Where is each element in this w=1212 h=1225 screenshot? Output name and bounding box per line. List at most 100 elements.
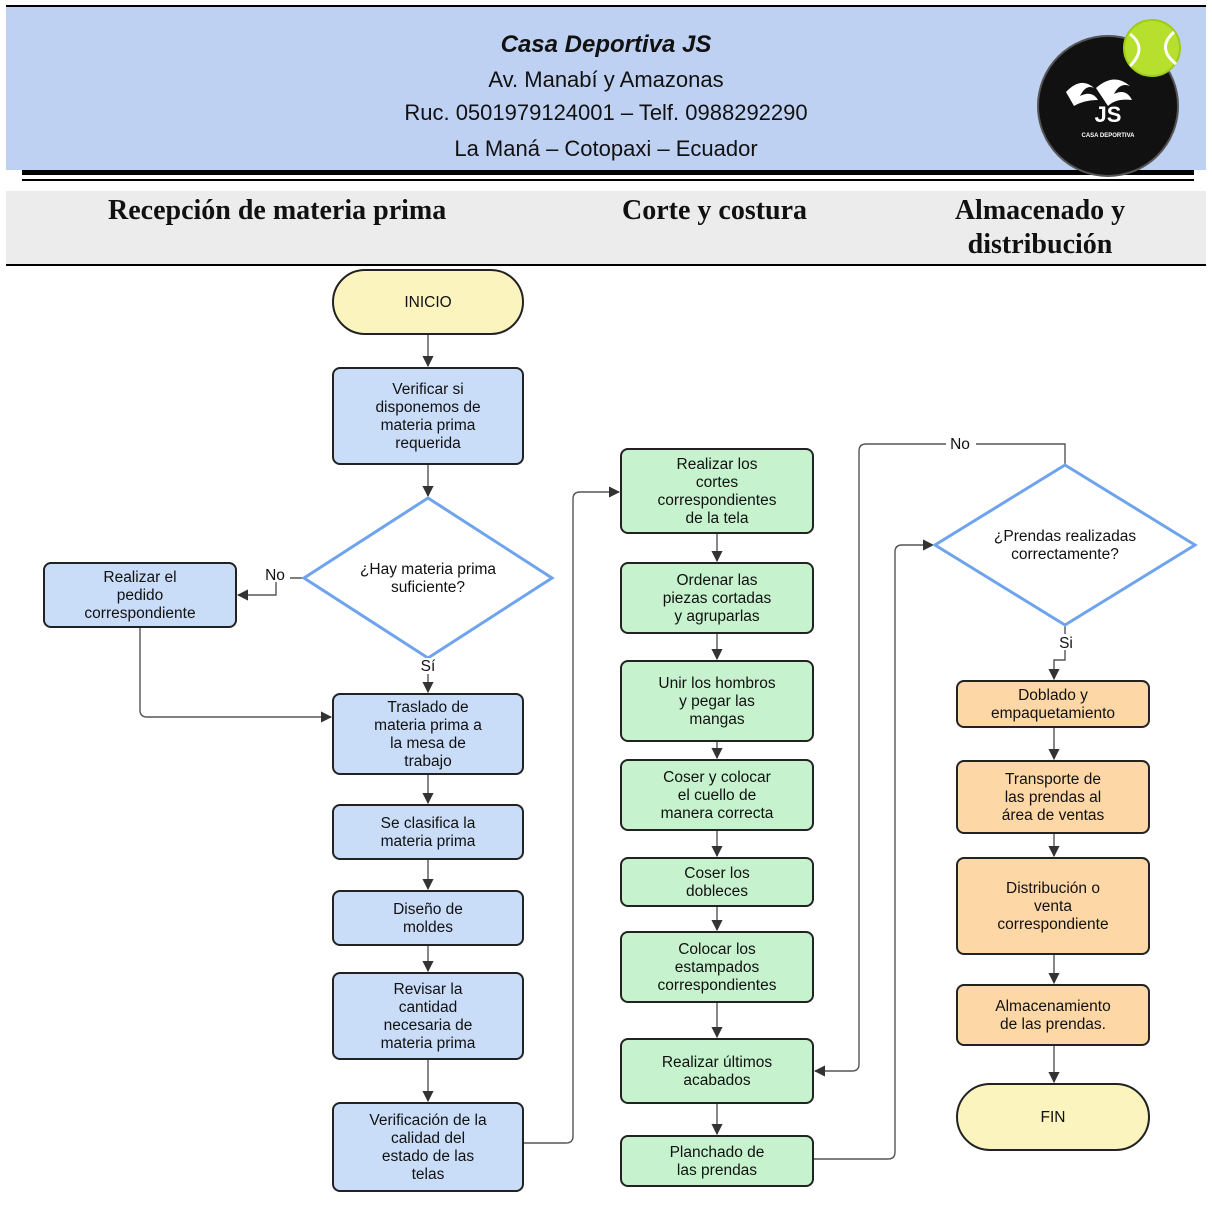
node-text-line: materia prima (381, 417, 476, 434)
lane-title-cutting: Corte y costura (622, 195, 808, 226)
node-text-line: correctamente? (1011, 546, 1119, 563)
node-text-line: materia prima (381, 833, 476, 850)
lane-header-rule (6, 264, 1206, 266)
node-text-line: cantidad (399, 999, 458, 1016)
node-text-line: Realizar últimos (662, 1054, 773, 1071)
node-text-line: INICIO (404, 294, 451, 311)
node-text-line: telas (412, 1166, 445, 1183)
node-text-line: Verificación de la (369, 1112, 487, 1129)
node-text-line: estampados (675, 959, 760, 976)
node-text-line: y agruparlas (674, 608, 760, 625)
header-rule-top (6, 5, 1206, 7)
node-text-line: Verificar si (392, 381, 464, 398)
node-text-line: área de ventas (1002, 807, 1105, 824)
logo-subtext: CASA DEPORTIVA (1081, 133, 1135, 139)
branch-label-yes: Si (1059, 635, 1073, 652)
flow-arrow (139, 627, 333, 723)
header-rule-thin (22, 179, 1194, 181)
node-text-line: Ordenar las (677, 572, 758, 589)
branch-label-yes: Sí (421, 658, 436, 675)
header-rule-thick (22, 170, 1194, 175)
node-text-line: trabajo (404, 753, 451, 770)
label-bg (1052, 634, 1080, 650)
node-text-line: Almacenamiento (995, 998, 1110, 1015)
node-text-line: venta (1034, 898, 1072, 915)
node-text-line: dobleces (686, 883, 748, 900)
start-terminal: INICIO (332, 269, 524, 335)
branch-label-no: No (265, 567, 285, 584)
node-text-line: acabados (683, 1072, 750, 1089)
node-text-line: Diseño de (393, 901, 463, 918)
node-text-line: correspondiente (84, 605, 195, 622)
lane-title-storage: Almacenado y distribución (954, 195, 1126, 260)
node-text-line: Realizar el (103, 569, 176, 586)
company-logo: JS CASA DEPORTIVA (1037, 19, 1181, 177)
lane-header-bar (6, 191, 1206, 264)
node-text-line: correspondientes (658, 977, 777, 994)
node-text-line: Revisar la (394, 981, 463, 998)
company-name: Casa Deportiva JS (500, 31, 712, 58)
flow-arrow (813, 443, 1066, 1077)
node-text-line: materia prima (381, 1035, 476, 1052)
node-text-line: Transporte de (1005, 771, 1101, 788)
end-terminal: FIN (956, 1083, 1150, 1151)
node-text-line: ¿Prendas realizadas (994, 528, 1136, 545)
node-text-line: mangas (689, 711, 744, 728)
company-location: La Maná – Cotopaxi – Ecuador (454, 136, 758, 161)
node-text-line: Se clasifica la (381, 815, 476, 832)
lane-title-reception: Recepción de materia prima (108, 195, 447, 226)
node-text-line: Coser los (684, 865, 750, 882)
node-text-line: estado de las (382, 1148, 474, 1165)
node-text-line: Coser y colocar (663, 769, 771, 786)
node-text-line: Planchado de (670, 1144, 765, 1161)
company-header (6, 7, 1206, 170)
node-text-line: las prendas (677, 1162, 757, 1179)
node-text-line: Distribución o (1006, 880, 1100, 897)
company-ruc-phone: Ruc. 0501979124001 – Telf. 0988292290 (404, 100, 808, 125)
logo-text: JS (1095, 102, 1122, 127)
node-text-line: Doblado y (1018, 687, 1088, 704)
node-text-line: las prendas al (1005, 789, 1102, 806)
node-text-line: la mesa de (390, 735, 466, 752)
node-text-line: calidad del (391, 1130, 465, 1147)
node-text-line: ¿Hay materia prima (360, 561, 496, 578)
node-text-line: Unir los hombros (658, 675, 775, 692)
flow-arrow (1048, 625, 1066, 681)
node-text-line: Traslado de (387, 699, 468, 716)
flow-arrow (813, 539, 935, 1160)
label-bg (946, 436, 976, 452)
node-text-line: Colocar los (678, 941, 756, 958)
label-bg (262, 566, 290, 582)
node-text-line: manera correcta (661, 805, 774, 822)
company-address: Av. Manabí y Amazonas (488, 67, 724, 92)
node-text-line: y pegar las (679, 693, 755, 710)
flow-arrow (523, 486, 621, 1144)
node-text-line: pedido (117, 587, 164, 604)
branch-label-no: No (950, 436, 970, 453)
node-text-line: Realizar los (677, 456, 758, 473)
node-text-line: materia prima a (374, 717, 482, 734)
node-text-line: cortes (696, 474, 738, 491)
node-text-line: de las prendas. (1000, 1016, 1106, 1033)
node-text-line: requerida (395, 435, 461, 452)
label-bg (414, 658, 442, 674)
